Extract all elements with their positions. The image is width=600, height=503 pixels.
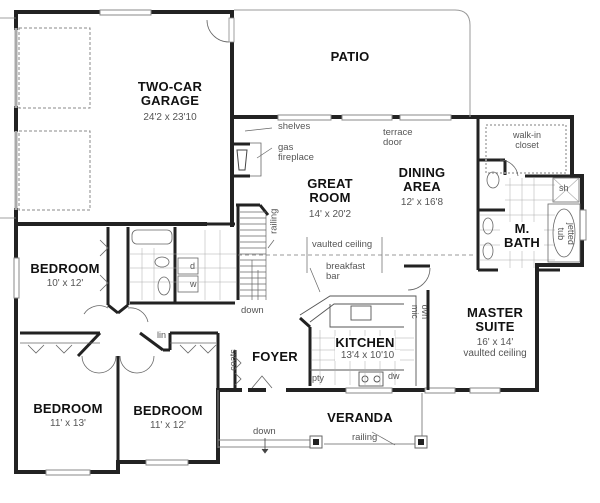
foyer-name: FOYER	[252, 349, 298, 364]
shower-label: sh	[559, 183, 569, 193]
bedroom-2-size: 11' x 13'	[50, 418, 86, 429]
garage-parking	[18, 27, 91, 211]
breakfast-bar-line2: bar	[326, 271, 340, 283]
garage-name: TWO-CAR GARAGE	[130, 79, 210, 109]
door-swings	[81, 159, 519, 389]
garage-name-line1: TWO-CAR	[137, 79, 203, 94]
kitchen-name: KITCHEN	[335, 335, 395, 351]
veranda	[217, 390, 423, 448]
stairs-down-label: down	[241, 305, 264, 316]
dining-area-line2: AREA	[403, 179, 441, 195]
oven-mic-line2: mic	[410, 304, 420, 319]
master-suite-dimensions: 16' x 14'	[476, 337, 514, 348]
veranda-down-label: down	[253, 426, 276, 437]
terrace-door-label: terrace door	[383, 127, 413, 149]
master-bath-line1: M.	[514, 221, 530, 236]
patio-name: PATIO	[330, 49, 370, 64]
bedroom-1-name: BEDROOM	[30, 261, 100, 276]
shelves-label: shelves	[278, 121, 311, 132]
staircase	[240, 211, 267, 300]
great-room-line1: GREAT	[307, 176, 353, 191]
dining-area-size: 12' x 16'8	[400, 197, 444, 208]
garage-size: 24'2 x 23'10	[143, 112, 197, 123]
master-suite-name: MASTER SUITE	[465, 305, 525, 335]
interior-walls	[16, 117, 572, 462]
bedroom-3-size: 11' x 12'	[150, 420, 186, 431]
vaulted-ceiling-label: vaulted ceiling	[310, 239, 375, 251]
bedroom-3-name: BEDROOM	[133, 403, 203, 418]
leader-lines	[244, 127, 396, 446]
gas-fireplace-line2: fireplace	[278, 152, 314, 164]
dryer-label: d	[190, 261, 196, 271]
bedroom-1-size: 10' x 12'	[46, 278, 84, 289]
great-room-name: GREAT ROOM	[300, 176, 360, 206]
hall-bath-fixtures	[131, 229, 199, 296]
jetted-tub-line2: tub	[556, 227, 566, 241]
bedroom-2-name: BEDROOM	[33, 401, 103, 416]
jetted-tub-line1: jetted	[565, 222, 576, 245]
master-suite-note: vaulted ceiling	[463, 348, 527, 359]
great-room-size: 14' x 20'2	[308, 209, 352, 220]
breakfast-bar-line1: breakfast	[326, 261, 366, 272]
kitchen-size: 13'4 x 10'10	[335, 350, 400, 361]
veranda-name: VERANDA	[327, 410, 393, 425]
pantry-label: pty	[312, 373, 325, 383]
coats-label: coats	[227, 349, 238, 371]
master-suite-line1: MASTER	[466, 305, 524, 320]
walk-in-closet-label: walk-in closet	[502, 130, 552, 151]
gas-fireplace-line1: gas	[278, 142, 294, 153]
walk-in-closet-line2: closet	[515, 139, 539, 150]
dining-area-line1: DINING	[398, 165, 446, 180]
master-bath-name: M. BATH	[500, 221, 544, 251]
veranda-railing-label: railing	[352, 432, 378, 443]
windows	[13, 9, 587, 476]
garage-name-line2: GARAGE	[140, 93, 200, 109]
dining-area-name: DINING AREA	[392, 165, 452, 195]
jetted-tub-label: jetted tub	[555, 219, 576, 249]
master-bath-line2: BATH	[504, 235, 540, 251]
master-suite-line2: SUITE	[475, 319, 515, 335]
walk-in-closet-line1: walk-in	[512, 130, 541, 140]
master-suite-size: 16' x 14' vaulted ceiling	[455, 337, 535, 359]
linen-label: lin	[157, 330, 167, 340]
closet-doors	[20, 239, 242, 386]
terrace-door-line2: door	[383, 137, 403, 149]
oven-mic-line1: ovn	[419, 304, 430, 320]
washer-label: w	[190, 279, 197, 289]
dishwasher-label: dw	[388, 371, 400, 381]
great-room-line2: ROOM	[309, 190, 351, 206]
gas-fireplace-label: gas fireplace	[278, 142, 314, 164]
railing-stair-label: railing	[268, 208, 280, 234]
breakfast-bar-label: breakfast bar	[326, 261, 366, 283]
terrace-door-line1: terrace	[383, 127, 413, 138]
oven-mic-label: ovn mic	[409, 297, 430, 327]
